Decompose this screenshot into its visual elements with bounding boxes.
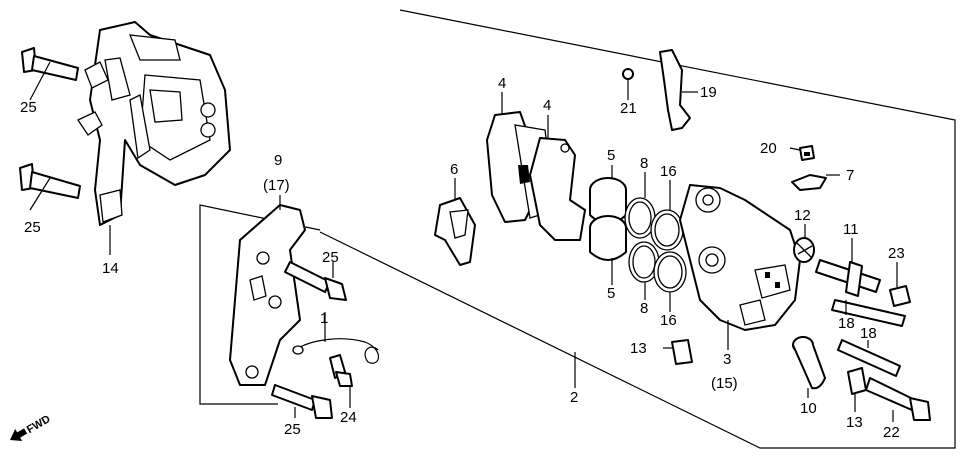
- nut-24: [329, 354, 353, 387]
- callout-6: 6: [450, 161, 458, 178]
- callout-9: 9: [274, 152, 282, 169]
- sleeve-10: [792, 336, 826, 390]
- seal-16-upper: [650, 209, 684, 251]
- bleeder-screw-20: [799, 145, 815, 161]
- callout-19: 19: [700, 84, 717, 101]
- callout-2: 2: [570, 389, 578, 406]
- callout-4-right: 4: [543, 97, 551, 114]
- caliper-bracket-9: [229, 204, 306, 386]
- piston-5-lower: [589, 215, 627, 261]
- callout-12: 12: [794, 207, 811, 224]
- caliper-body-3: [679, 184, 801, 331]
- callout-25-bracket-lower: 25: [284, 421, 301, 438]
- boot-12: [793, 237, 815, 263]
- slide-pin-11: [815, 259, 881, 297]
- callout-25-top: 25: [20, 99, 37, 116]
- spring-clip-1: [292, 338, 380, 364]
- bush-13-upper: [671, 339, 693, 365]
- callout-18-lower: 18: [860, 325, 877, 342]
- callout-16-lower: 16: [660, 312, 677, 329]
- fwd-arrow-icon: FWD: [10, 413, 53, 442]
- callout-1: 1: [320, 310, 328, 327]
- callout-25-mid: 25: [24, 219, 41, 236]
- callout-8-upper: 8: [640, 155, 648, 172]
- bolt-25-bracket-upper: [284, 261, 347, 301]
- bolt-22: [865, 377, 931, 421]
- seal-8-lower: [628, 241, 660, 283]
- pin-18-upper: [831, 299, 906, 327]
- callout-11: 11: [843, 221, 859, 238]
- cap-23: [889, 285, 911, 307]
- callout-23: 23: [888, 245, 905, 262]
- callout-13-left: 13: [630, 340, 647, 357]
- pad-spring-6: [434, 197, 476, 266]
- callout-16-upper: 16: [660, 163, 677, 180]
- callout-21: 21: [620, 100, 637, 117]
- bolt-25-upper: [21, 47, 79, 81]
- callout-9-alt: (17): [263, 177, 290, 194]
- callout-5-lower: 5: [607, 285, 615, 302]
- bush-13-lower: [847, 367, 867, 395]
- fwd-label: FWD: [25, 413, 53, 436]
- callout-22: 22: [883, 424, 900, 441]
- pin-18-lower: [837, 339, 901, 377]
- callout-5-upper: 5: [607, 147, 615, 164]
- seal-8-upper: [624, 197, 656, 239]
- callout-3: 3: [723, 351, 731, 368]
- callout-25-bracket-upper: 25: [322, 249, 339, 266]
- leader-lines: [29, 61, 898, 422]
- callout-3-alt: (15): [711, 375, 738, 392]
- bolt-25-lower: [19, 163, 81, 199]
- brake-pad-4-right: [529, 137, 586, 241]
- bracket-group-outline: [199, 204, 321, 405]
- caliper-group-outline: [319, 9, 956, 449]
- bolt-25-bracket-lower: [271, 384, 333, 419]
- callout-7: 7: [846, 167, 854, 184]
- bleeder-cap-7: [791, 174, 827, 191]
- caliper-assembly-14: [77, 21, 231, 226]
- callout-4-left: 4: [498, 75, 506, 92]
- callout-8-lower: 8: [640, 300, 648, 317]
- callout-24: 24: [340, 409, 357, 426]
- callout-14: 14: [102, 260, 119, 277]
- pin-21: [622, 68, 634, 80]
- callout-13-right: 13: [846, 414, 863, 431]
- piston-5-upper: [589, 177, 627, 225]
- pad-retainer-19: [659, 49, 691, 131]
- callout-10: 10: [800, 400, 817, 417]
- seal-16-lower: [653, 251, 687, 293]
- callout-20: 20: [760, 140, 777, 157]
- callout-18-upper: 18: [838, 315, 855, 332]
